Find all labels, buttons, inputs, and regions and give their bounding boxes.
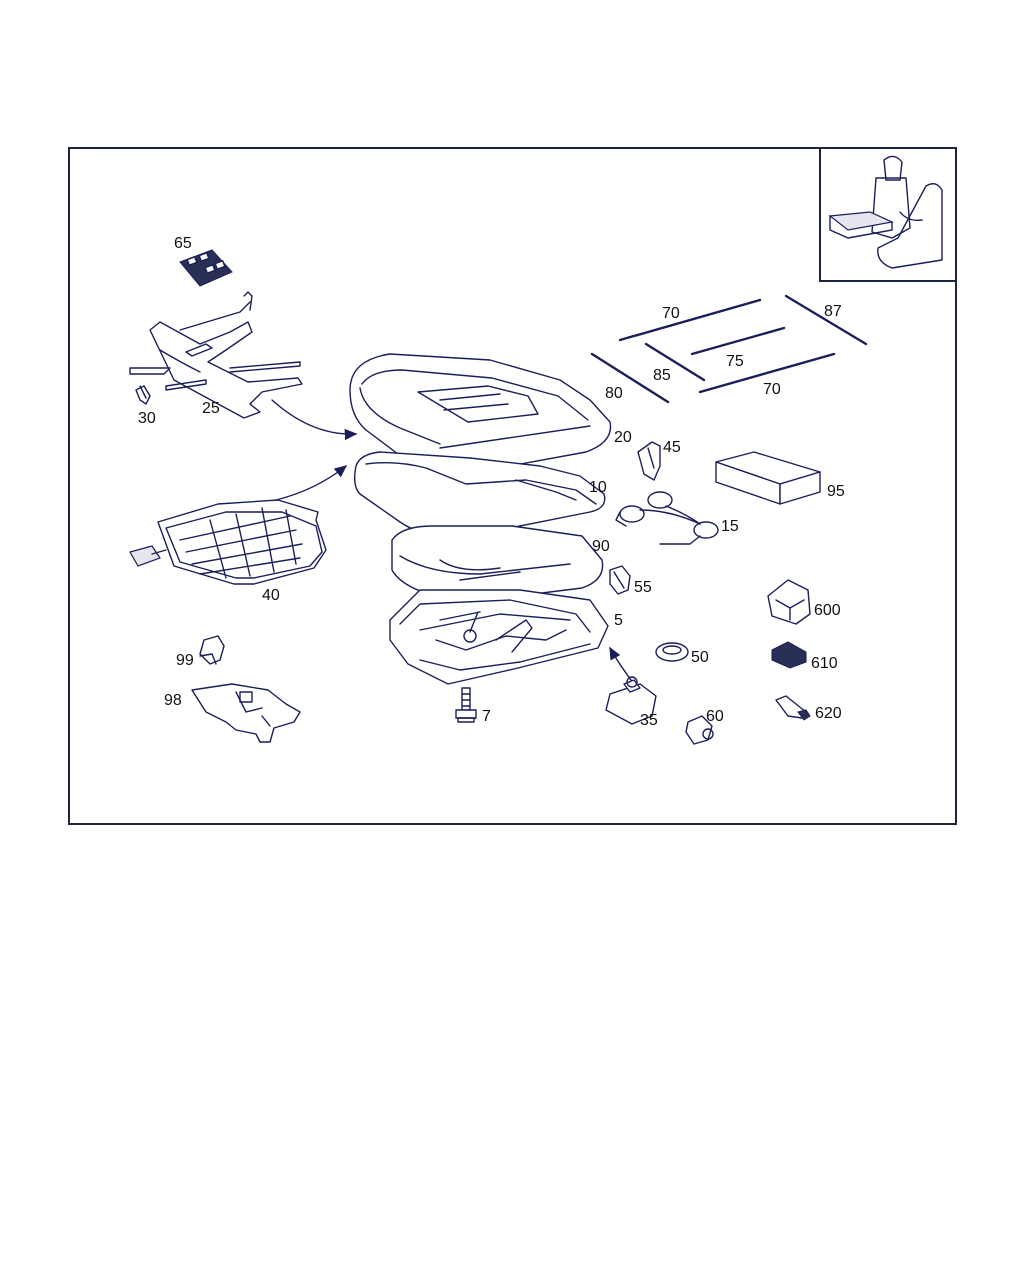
part-87-rod bbox=[784, 294, 868, 346]
label-600: 600 bbox=[814, 602, 841, 619]
label-15: 15 bbox=[721, 518, 739, 535]
label-70-lower: 70 bbox=[763, 381, 781, 398]
rods-group bbox=[590, 294, 868, 404]
part-7-bolt bbox=[455, 687, 477, 723]
part-5-seat-frame bbox=[389, 589, 609, 685]
label-99: 99 bbox=[176, 652, 194, 669]
label-98: 98 bbox=[164, 692, 182, 709]
inset-seat-thumbnail bbox=[819, 147, 957, 282]
part-90-cover bbox=[391, 525, 604, 599]
part-70-rod-upper bbox=[618, 298, 762, 342]
part-620-bulb bbox=[775, 695, 811, 721]
part-75-rod bbox=[690, 326, 786, 356]
part-55-clip bbox=[609, 565, 631, 595]
label-75: 75 bbox=[726, 353, 744, 370]
label-10: 10 bbox=[589, 479, 607, 496]
part-60-plug bbox=[685, 715, 714, 745]
arrow-25-to-20 bbox=[271, 399, 358, 441]
diagram-frame bbox=[68, 147, 957, 825]
part-85-rod bbox=[644, 342, 706, 382]
part-70-rod-lower bbox=[698, 352, 836, 394]
part-30-clip bbox=[135, 385, 151, 405]
label-95: 95 bbox=[827, 483, 845, 500]
label-25: 25 bbox=[202, 400, 220, 417]
arrow-40-to-10 bbox=[275, 465, 348, 501]
part-45-clip bbox=[637, 441, 661, 481]
label-70-upper: 70 bbox=[662, 305, 680, 322]
label-40: 40 bbox=[262, 587, 280, 604]
label-50: 50 bbox=[691, 649, 709, 666]
part-20-seat-cover bbox=[349, 353, 612, 476]
label-90: 90 bbox=[592, 538, 610, 555]
part-50-cap bbox=[655, 642, 689, 662]
label-5: 5 bbox=[614, 612, 623, 629]
part-600-housing bbox=[767, 579, 811, 625]
part-65-switch bbox=[179, 249, 233, 287]
label-80: 80 bbox=[605, 385, 623, 402]
part-25-trim-panel bbox=[129, 291, 303, 419]
label-55: 55 bbox=[634, 579, 652, 596]
label-87: 87 bbox=[824, 303, 842, 320]
label-85: 85 bbox=[653, 367, 671, 384]
part-99-clip bbox=[199, 635, 225, 665]
label-7: 7 bbox=[482, 708, 491, 725]
label-30: 30 bbox=[138, 410, 156, 427]
part-95-foam-pad bbox=[715, 451, 821, 505]
part-80-rod bbox=[590, 352, 670, 404]
part-15-harness bbox=[615, 491, 719, 545]
label-620: 620 bbox=[815, 705, 842, 722]
label-60: 60 bbox=[706, 708, 724, 725]
part-610-connector bbox=[771, 641, 807, 669]
part-35-actuator bbox=[605, 676, 657, 725]
part-10-foam-cushion bbox=[353, 451, 606, 539]
label-610: 610 bbox=[811, 655, 838, 672]
label-65: 65 bbox=[174, 235, 192, 252]
label-45: 45 bbox=[663, 439, 681, 456]
inset-seat-drawing bbox=[828, 155, 943, 269]
label-35: 35 bbox=[640, 712, 658, 729]
part-40-heating-mat bbox=[129, 499, 327, 585]
part-98-bracket bbox=[191, 683, 301, 743]
label-20: 20 bbox=[614, 429, 632, 446]
